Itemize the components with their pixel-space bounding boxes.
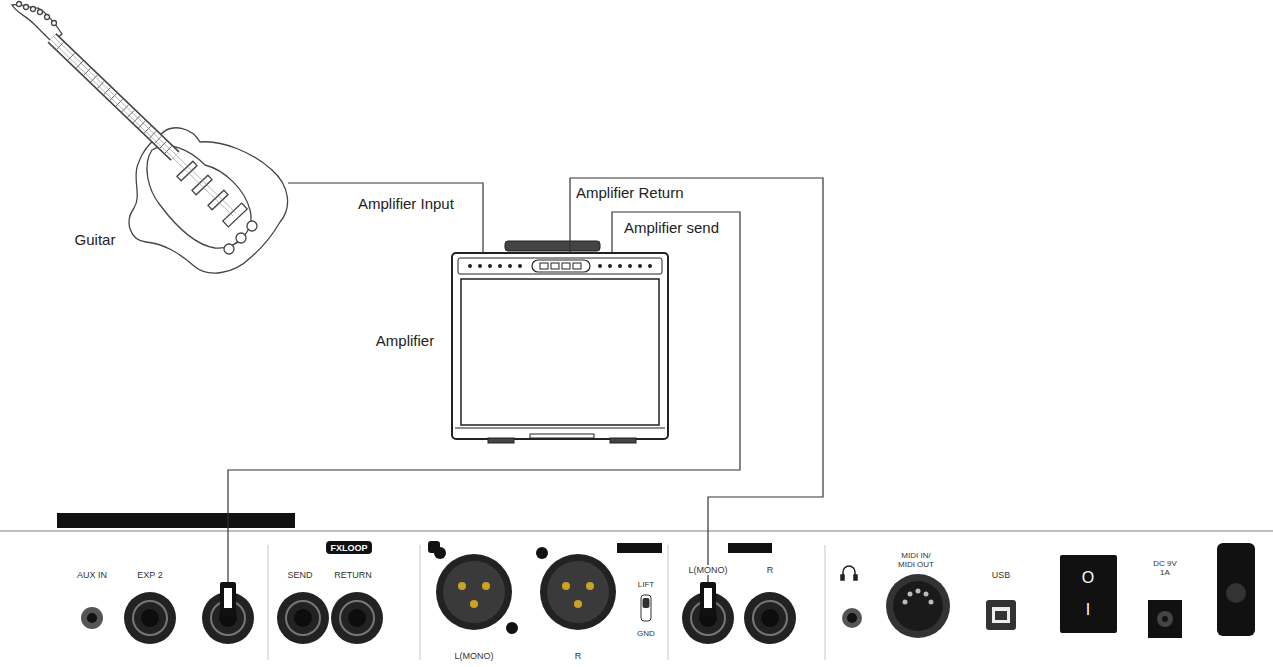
cable-connector: [228, 212, 740, 531]
amp-logo-plate: [532, 260, 590, 272]
connection-label: Amplifier Return: [574, 184, 686, 201]
amp-control-strip: [458, 258, 662, 274]
amp-foot: [488, 438, 514, 443]
panel-edge: [0, 530, 1273, 532]
frets: [57, 42, 172, 153]
panel-label: GND: [636, 629, 656, 638]
amp-skid: [530, 434, 594, 438]
amp-base: [455, 428, 665, 429]
connection-label: Amplifier send: [622, 219, 721, 236]
guitar-drawing: [12, 2, 288, 273]
redaction-bar: [617, 543, 662, 553]
fxloop-badge: [326, 541, 372, 554]
panel-label: O: [1081, 569, 1095, 587]
amp-grille: [461, 279, 659, 425]
amp-logo-marks: [540, 263, 581, 269]
pickups: [177, 161, 247, 227]
amplifier-drawing: [452, 241, 668, 443]
panel-label: I: [1085, 601, 1091, 619]
panel-label: LIFT: [637, 580, 655, 589]
panel-label: R: [574, 651, 583, 661]
cable-connector: [288, 183, 483, 252]
amp-cabinet: [452, 253, 668, 439]
neck: [52, 38, 175, 156]
redaction-bar: [57, 513, 295, 528]
amp-foot: [610, 438, 636, 443]
dc-jack: [1148, 600, 1182, 638]
panel-label: MIDI IN/ MIDI OUT: [892, 551, 940, 569]
connection-label: Amplifier Input: [356, 195, 456, 212]
panel-label: AUX IN: [76, 570, 108, 580]
pickguard: [147, 146, 251, 248]
panel-label: EXP 2: [136, 570, 163, 580]
jack-plug: [220, 531, 236, 616]
panel-dividers: [268, 545, 825, 660]
mini-jack: [81, 607, 103, 629]
tuning-pegs: [17, 2, 57, 26]
panel-label: SEND: [286, 570, 313, 580]
rear-panel-drawing: [0, 513, 1273, 667]
panel-label: L(MONO): [454, 651, 495, 661]
panel-label: DC 9V 1A: [1149, 559, 1181, 577]
amp-handle: [505, 241, 600, 251]
xlr-lock: [536, 547, 548, 559]
amplifier-box: Amplifier: [452, 252, 668, 442]
panel-label: USB: [991, 570, 1012, 580]
panel-label: RETURN: [333, 570, 373, 580]
xlr-socket: [540, 554, 616, 630]
usb-port: [986, 600, 1016, 630]
power-switch: [1060, 555, 1117, 633]
figure-label: Guitar: [75, 231, 116, 248]
xlr-lock: [434, 547, 446, 559]
panel-label: L(MONO): [688, 565, 729, 575]
side-latch: [1217, 543, 1255, 636]
control-knobs: [224, 221, 257, 254]
mini-jack: [842, 608, 862, 628]
panel-label: R: [766, 565, 775, 575]
strings: [51, 37, 236, 216]
guitar-figure: Guitar: [20, 10, 288, 280]
redaction-bar: [728, 543, 772, 553]
guitar-body: [129, 128, 287, 273]
xlr-socket: [436, 554, 518, 634]
ground-lift-switch: [641, 595, 651, 621]
midi-socket: [886, 574, 950, 638]
headphone-icon: [841, 566, 857, 580]
neck-outline: [52, 38, 175, 156]
cable-connector: [570, 178, 823, 531]
figure-label: Amplifier: [376, 332, 434, 349]
panel-ground: [0, 531, 1273, 667]
panel-label: FXLOOP: [329, 543, 368, 553]
rear-panel: AUX IN EXP 2 FXLOOP SEND RETURN L(MONO) R LIFT G…: [0, 531, 1273, 667]
